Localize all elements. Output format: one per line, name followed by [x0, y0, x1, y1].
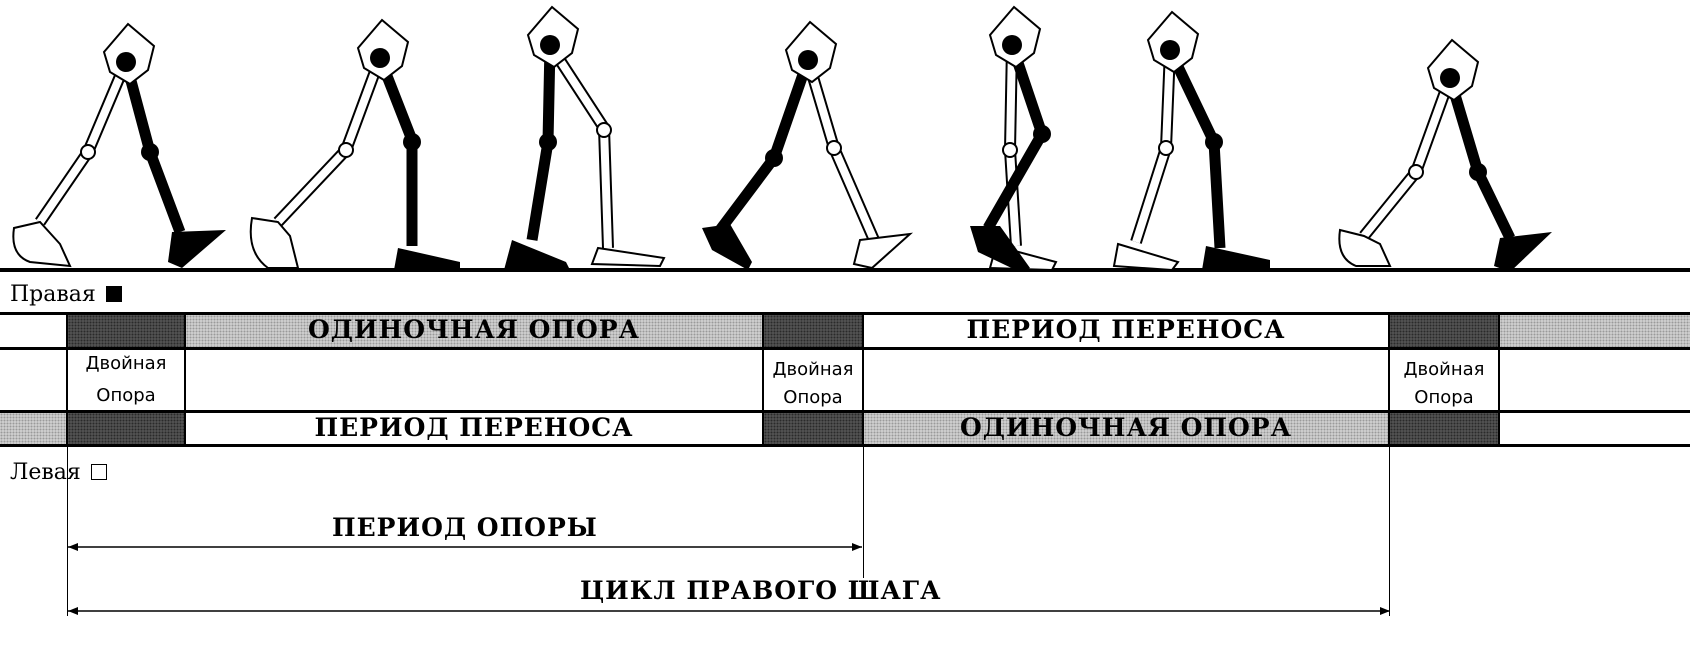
left-leg-label: Левая [10, 460, 81, 485]
table-rule-2 [0, 347, 1690, 350]
right-single-support-label: ОДИНОЧНАЯ ОПОРА [186, 313, 762, 347]
gait-figure-5 [970, 7, 1056, 272]
gait-figure-1 [13, 24, 226, 268]
right-step-cycle-label: ЦИКЛ ПРАВОГО ШАГА [580, 576, 941, 605]
stance-period-arrow [68, 543, 862, 551]
gait-figure-3 [504, 7, 664, 270]
divider-2 [184, 312, 186, 447]
gait-figure-7 [1339, 40, 1552, 272]
double-support-label-2: Двойная Опора [764, 358, 862, 410]
divider-1 [66, 312, 68, 447]
left-single-support: ОДИНОЧНАЯ ОПОРА [864, 413, 1388, 444]
right-single-support-next [1500, 315, 1690, 347]
divider-4 [862, 312, 864, 447]
stance-end-guide [863, 446, 864, 578]
right-leg-label: Правая [10, 282, 96, 307]
step-cycle-arrow [68, 607, 1390, 615]
divider-5 [1388, 312, 1390, 447]
left-swing: ПЕРИОД ПЕРЕНОСА [186, 413, 762, 444]
double-support-label-1: Двойная Опора [68, 352, 184, 408]
gait-figure-2 [251, 20, 460, 270]
left-double-support-3 [1390, 413, 1498, 444]
stance-period-label: ПЕРИОД ОПОРЫ [332, 513, 598, 542]
right-leg-legend: Правая [10, 282, 122, 307]
double-support-label-3: Двойная Опора [1390, 358, 1498, 410]
empty-square-icon [91, 464, 107, 480]
left-swing-label: ПЕРИОД ПЕРЕНОСА [186, 411, 762, 445]
right-double-support-3 [1390, 315, 1498, 347]
right-double-support-1 [68, 315, 184, 347]
right-swing: ПЕРИОД ПЕРЕНОСА [864, 315, 1388, 347]
right-single-support: ОДИНОЧНАЯ ОПОРА [186, 315, 762, 347]
left-double-support-2 [764, 413, 862, 444]
left-double-support-1 [68, 413, 184, 444]
right-double-support-2 [764, 315, 862, 347]
left-single-support-label: ОДИНОЧНАЯ ОПОРА [864, 411, 1388, 445]
divider-6 [1498, 312, 1500, 447]
gait-figure-6 [1114, 12, 1270, 270]
left-single-support-prev [0, 413, 66, 444]
left-leg-legend: Левая [10, 460, 107, 485]
gait-figure-4 [702, 22, 910, 270]
filled-square-icon [106, 286, 122, 302]
right-swing-label: ПЕРИОД ПЕРЕНОСА [864, 313, 1388, 347]
divider-3 [762, 312, 764, 447]
cycle-end-guide [1389, 446, 1390, 616]
